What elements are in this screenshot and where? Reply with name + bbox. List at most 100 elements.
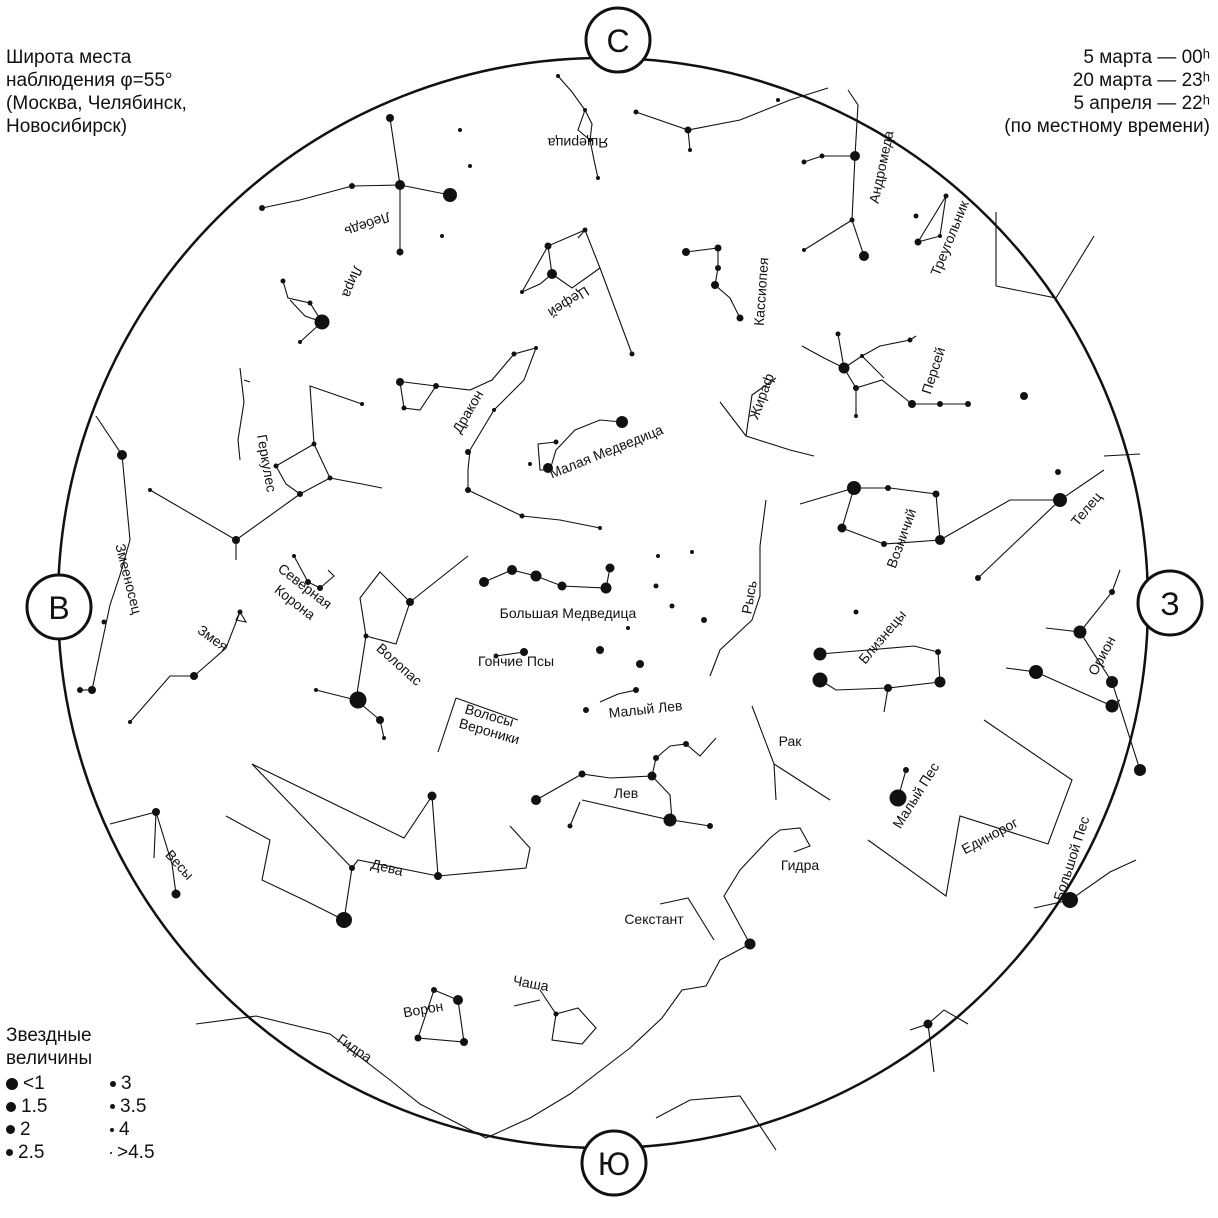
hercules-line xyxy=(309,385,363,445)
star xyxy=(1073,625,1087,639)
northwest-line xyxy=(995,235,1095,299)
star xyxy=(598,526,602,530)
northwest-line xyxy=(1103,453,1141,457)
label-auriga: Возничий xyxy=(883,506,919,570)
star xyxy=(647,771,657,781)
star xyxy=(382,736,386,740)
perseus-line xyxy=(861,355,885,379)
direction-south: Ю xyxy=(580,1129,648,1197)
star xyxy=(1105,699,1119,713)
star xyxy=(232,536,240,544)
label-leo-minor: Малый Лев xyxy=(608,697,683,721)
star xyxy=(682,248,690,256)
label-draco: Дракон xyxy=(449,387,486,436)
star xyxy=(305,579,311,585)
legend-label: 2.5 xyxy=(18,1142,45,1163)
star xyxy=(849,217,855,223)
star xyxy=(534,346,538,350)
star xyxy=(520,290,524,294)
star xyxy=(835,331,841,337)
star xyxy=(908,400,916,408)
label-bootes: Волопас xyxy=(373,640,425,689)
leo-line xyxy=(581,799,671,821)
star xyxy=(653,755,659,761)
star xyxy=(77,687,83,693)
star xyxy=(443,188,457,202)
star xyxy=(626,626,630,630)
virgo-line xyxy=(225,815,345,921)
horizon-circle xyxy=(56,56,1150,1150)
andromeda-line xyxy=(847,89,859,157)
latitude-line-1: Широта места xyxy=(6,47,132,68)
label-monoceros: Единорог xyxy=(959,814,1021,857)
legend-item: 2.5 xyxy=(6,1141,110,1164)
observation-latitude-note: Широта места наблюдения φ=55° (Москва, Ч… xyxy=(6,46,187,138)
virgo-line xyxy=(251,763,433,869)
monoceros-line xyxy=(867,719,1073,897)
star xyxy=(633,109,639,115)
star xyxy=(396,378,404,386)
star xyxy=(237,609,243,615)
label-crater: Чаша xyxy=(512,972,551,994)
star xyxy=(468,164,472,168)
star xyxy=(850,151,860,161)
star xyxy=(596,176,600,180)
star xyxy=(307,300,313,306)
legend-label: 1.5 xyxy=(21,1096,48,1117)
label-gemini: Близнецы xyxy=(855,607,909,667)
leo-line xyxy=(569,801,581,827)
star xyxy=(511,351,517,357)
star xyxy=(431,987,437,993)
star xyxy=(530,570,542,582)
serpens-line xyxy=(129,611,248,723)
southern-line xyxy=(927,1023,935,1073)
star xyxy=(633,687,639,693)
direction-badge xyxy=(25,573,93,641)
camelopardalis-line xyxy=(745,377,777,437)
time-line-3: 5 апреля — 22ʰ xyxy=(1073,93,1210,114)
orion-line xyxy=(1079,569,1121,633)
star xyxy=(596,646,604,654)
southern-line xyxy=(909,1009,969,1031)
sextans-line xyxy=(659,897,715,941)
star xyxy=(543,463,553,473)
star xyxy=(707,823,713,829)
direction-badge xyxy=(584,6,652,74)
label-corvus: Ворон xyxy=(402,998,445,1021)
hercules-line xyxy=(243,379,251,383)
star xyxy=(853,385,859,391)
canes-line xyxy=(495,651,525,657)
leo-line xyxy=(651,775,711,827)
star xyxy=(838,362,850,374)
star xyxy=(465,449,471,455)
star xyxy=(544,242,552,250)
star xyxy=(148,488,152,492)
perseus-line xyxy=(837,333,857,416)
star xyxy=(937,401,943,407)
label-hydra-south: Гидра xyxy=(334,1030,375,1065)
star xyxy=(440,234,444,238)
direction-north: С xyxy=(584,6,652,74)
label-cygnus: Лебедь xyxy=(343,209,393,240)
star xyxy=(401,405,407,411)
star xyxy=(884,684,892,692)
label-lacerta: Ящерица xyxy=(547,135,608,151)
star xyxy=(406,598,414,606)
star xyxy=(711,281,719,289)
star xyxy=(582,227,588,233)
star xyxy=(311,441,317,447)
star xyxy=(837,523,847,533)
gemini-line xyxy=(883,687,889,713)
star xyxy=(701,617,707,623)
star xyxy=(317,585,323,591)
coma-line xyxy=(437,697,457,753)
perseus-line xyxy=(801,335,917,369)
star xyxy=(819,153,825,159)
latitude-line-2: наблюдения φ=55° xyxy=(6,70,173,91)
ursa-major-line xyxy=(483,567,611,589)
star xyxy=(273,463,279,469)
andromeda-line xyxy=(635,87,829,131)
star xyxy=(684,126,692,134)
star xyxy=(519,513,525,519)
